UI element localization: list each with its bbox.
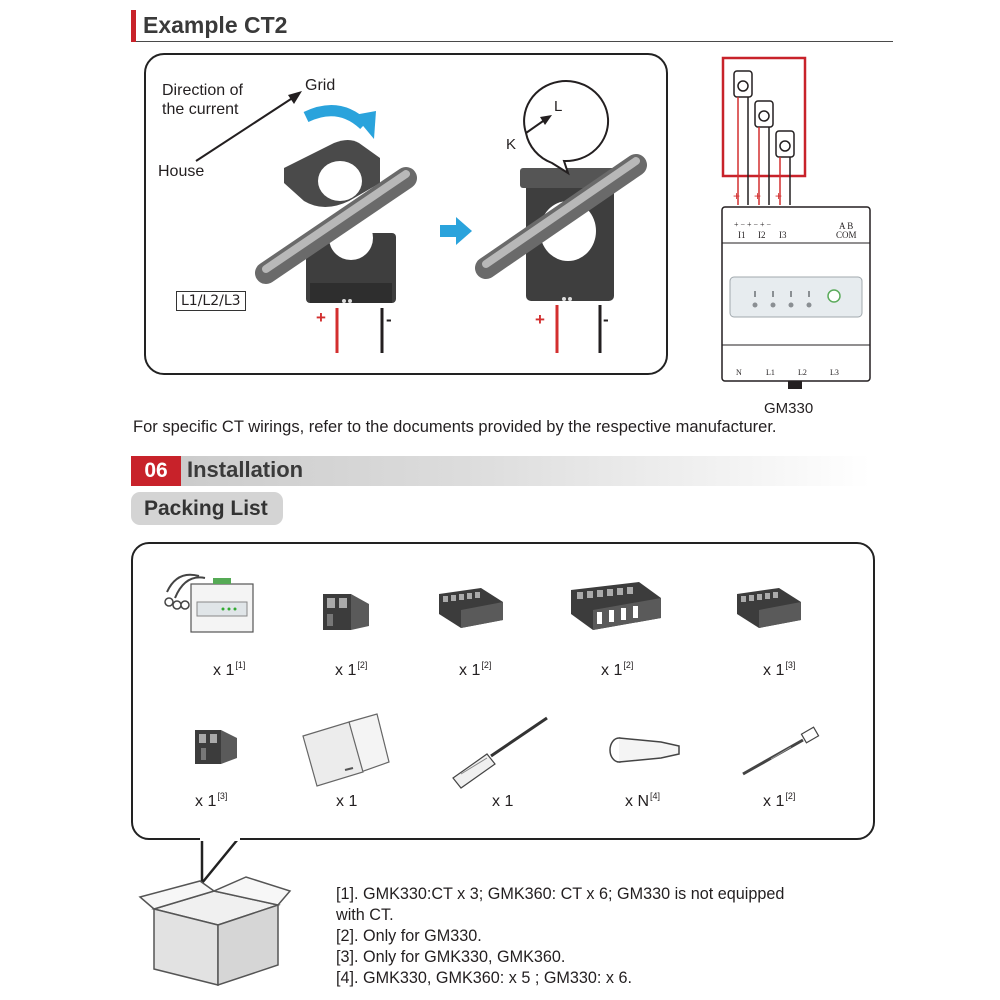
svg-text:+: + — [775, 189, 782, 203]
footnote-3: [3]. Only for GMK330, GMK360. — [336, 948, 566, 966]
terminal-i2: I2 — [758, 230, 766, 240]
ct-clamp-closed-icon — [474, 153, 647, 353]
phase-label: L1/L2/L3 — [176, 291, 246, 311]
terminal-com: COM — [836, 230, 857, 240]
rotate-arrow-icon — [303, 104, 376, 139]
section-number-badge: 06 — [131, 456, 181, 486]
gm330-meter-illustration: + + + + − + − + − I1 I2 I3 A B COM N L1 … — [721, 56, 871, 389]
item-quantity: x 1 — [492, 793, 514, 810]
item-quantity: x 1[2] — [763, 791, 796, 810]
section-heading-ct2: Example CT2 — [131, 6, 893, 42]
svg-text:+: + — [733, 189, 740, 203]
ct-diagram-panel: Direction of the current Grid House L1/L… — [144, 53, 668, 375]
terminal-l1: L1 — [766, 368, 775, 377]
direction-label-line2: the current — [162, 101, 239, 118]
ct-clamp-illustration: + - + - K L — [194, 79, 647, 353]
footnote-4: [4]. GMK330, GMK360: x 5 ; GM330: x 6. — [336, 969, 632, 987]
terminal-block-6pin-icon — [438, 587, 503, 628]
item-quantity: x 1 — [336, 793, 358, 810]
screwdriver-icon — [451, 716, 548, 789]
packing-footnotes: [1]. GMK330:CT x 3; GMK360: CT x 6; GM33… — [336, 884, 856, 989]
ct-sensor-icon — [733, 70, 795, 158]
heading-accent-bar — [131, 10, 136, 42]
documents-icon — [301, 712, 390, 787]
ct-clamp-open-icon — [254, 139, 417, 353]
terminal-block-8pin-icon — [570, 581, 661, 630]
box-icon — [138, 876, 292, 987]
terminal-i3: I3 — [779, 230, 787, 240]
footnote-1: [1]. GMK330:CT x 3; GMK360: CT x 6; GM33… — [336, 885, 785, 924]
grid-label: Grid — [305, 77, 336, 94]
footnote-2: [2]. Only for GM330. — [336, 927, 482, 945]
plus-sign-left: + — [316, 308, 326, 327]
current-direction-arrow — [194, 90, 302, 162]
terminal-ab: A B — [839, 221, 853, 231]
section-title: Example CT2 — [143, 12, 288, 38]
k-label: K — [506, 136, 516, 153]
svg-text:+: + — [754, 189, 761, 203]
terminal-block-small-icon — [194, 729, 237, 764]
packing-list-heading: Packing List — [131, 492, 283, 525]
section-heading-installation: 06 Installation — [131, 456, 871, 486]
item-quantity: x 1[3] — [763, 660, 796, 679]
l-label: L — [554, 98, 562, 115]
minus-sign-left: - — [386, 310, 392, 329]
section-title-installation: Installation — [187, 457, 304, 482]
next-arrow-icon — [439, 216, 472, 245]
package-box-illustration — [138, 835, 292, 987]
item-quantity: x 1[2] — [335, 660, 368, 679]
ct-highlight-box — [721, 56, 807, 178]
communication-cable-icon — [741, 725, 819, 775]
plus-sign-right: + — [535, 310, 545, 329]
item-quantity: x N[4] — [625, 791, 661, 810]
smart-meter-kit-icon — [163, 573, 254, 633]
meter-model-label: GM330 — [764, 400, 814, 417]
terminal-i1: I1 — [738, 230, 746, 240]
terminal-block-2pin-icon — [322, 593, 369, 630]
packing-list-panel: x 1[1] x 1[2] x 1[2] x 1[2] x 1[3] x 1[3… — [131, 542, 875, 840]
minus-sign-right: - — [603, 310, 609, 329]
terminal-l3: L3 — [830, 368, 839, 377]
ct-wiring-note: For specific CT wirings, refer to the do… — [133, 418, 777, 436]
kl-callout: K L — [506, 79, 609, 175]
item-quantity: x 1[1] — [213, 660, 246, 679]
svg-text:+ − + − + −: + − + − + − — [734, 220, 772, 229]
terminal-block-6pin-icon — [736, 587, 801, 628]
direction-label: Direction of — [162, 82, 243, 99]
status-led-indicators — [752, 291, 812, 308]
house-label: House — [158, 163, 205, 180]
ferrule-icon — [608, 736, 680, 763]
terminal-n: N — [736, 368, 742, 377]
item-quantity: x 1[2] — [601, 660, 634, 679]
item-quantity: x 1[2] — [459, 660, 492, 679]
packing-items-illustration — [163, 573, 819, 789]
home-icon — [827, 289, 841, 303]
item-quantity: x 1[3] — [195, 791, 228, 810]
terminal-l2: L2 — [798, 368, 807, 377]
